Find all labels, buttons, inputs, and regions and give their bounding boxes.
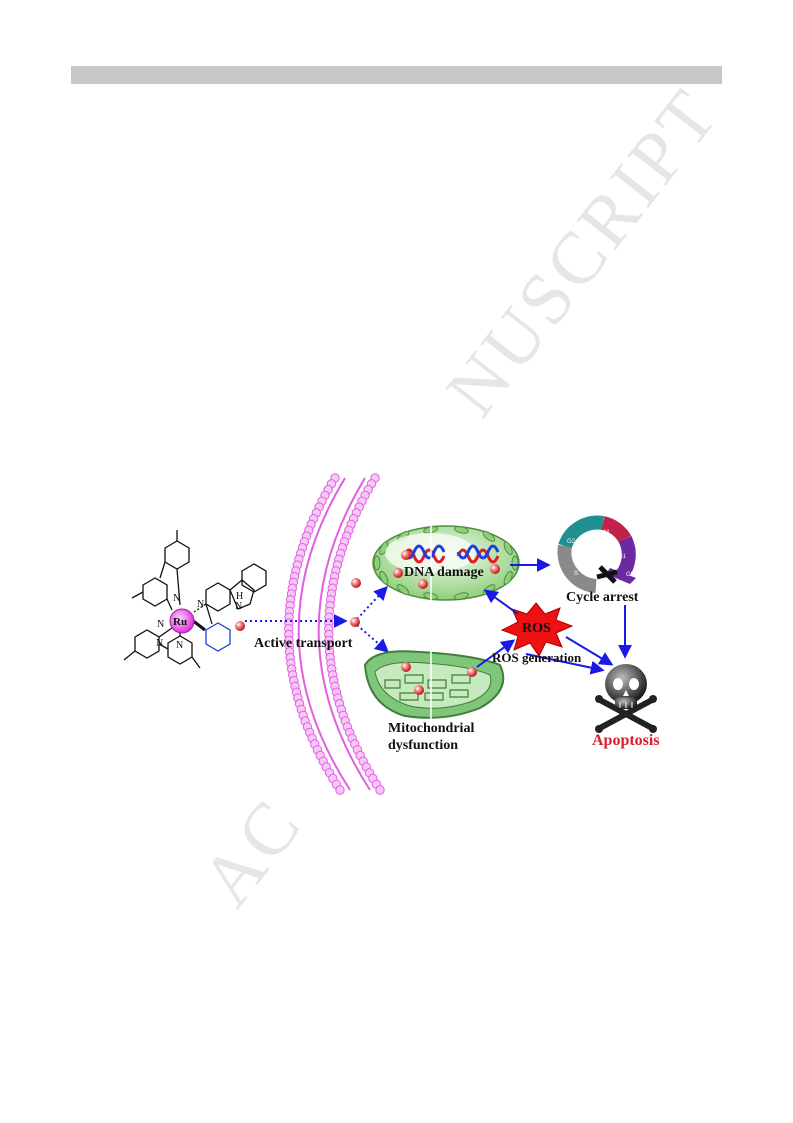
apoptosis-label: Apoptosis [592,732,660,749]
nuclear-pore [379,570,389,585]
cell-membrane [284,473,385,795]
nuclear-pore [396,584,410,596]
ruthenium-complex [123,530,267,669]
nucleus-particle-1 [401,550,411,560]
nucleus-particle-3 [418,579,428,589]
phase-g2-label: G2 [567,539,576,545]
nh-n-label: N [235,601,242,612]
nuclear-pore [503,541,513,556]
cell-cycle-ring [557,515,636,593]
nucleus-particle-2 [393,568,403,578]
nuclear-pore [454,592,469,600]
lipid-head [375,785,385,795]
phase-g1-label: G1 [618,554,627,560]
transport-arrows [245,585,390,653]
n-label-4: N [176,640,183,651]
nuclear-pore [373,555,381,571]
n-label-1: N [173,593,180,604]
complex-particle-membrane [350,617,360,627]
complex-particle-inside [351,578,361,588]
mito-particle-1 [401,662,411,672]
cycle-arrest-label: Cycle arrest [566,590,639,605]
nuclear-pore [482,530,496,542]
mito-particle-2 [414,685,424,695]
skull-crossbones-icon [595,664,657,733]
dysfunction-label: dysfunction [388,738,459,753]
nucleus [372,525,520,601]
n-label-2: N [157,619,164,630]
nuclear-pore [454,526,469,534]
n-label-5: N [197,599,204,610]
ru-center [169,608,195,634]
header-bar [71,66,722,84]
phase-s-label: S [574,571,578,577]
phase-m-label: M [604,530,609,536]
active-transport-label: Active transport [254,636,353,651]
ros-generation-label: ROS generation [492,650,582,665]
dna-damage-label: DNA damage [404,565,484,580]
ru-label: Ru [173,616,187,628]
nuclear-pore [511,555,519,571]
mitochondrial-label: Mitochondrial [388,721,475,736]
nucleus-particle-4 [490,564,500,574]
phase-g0-label: G0 [626,572,635,578]
mitochondrion [363,650,505,719]
lipid-head [335,785,345,795]
mito-particle-3 [467,667,477,677]
n-label-3: N [156,638,163,649]
pathway-arrows [476,558,632,675]
dna-strands [402,544,500,564]
nh-h-label: H [236,591,243,602]
complex-particle-outside [235,621,245,631]
nuclear-pore [503,570,513,585]
ros-label: ROS [522,621,551,636]
